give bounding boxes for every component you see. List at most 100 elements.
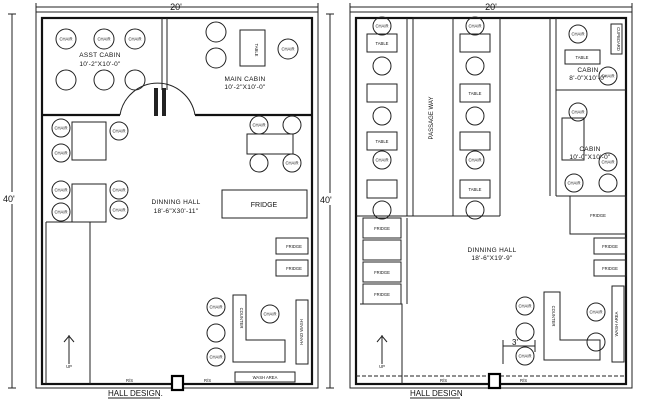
left-dining-table: [246, 133, 294, 155]
chair: CHAIR: [568, 24, 588, 44]
door-gap-label: 3': [512, 338, 518, 347]
chair-label: CHAIR: [567, 181, 580, 186]
right-table: [366, 83, 398, 103]
svg-text:TABLE: TABLE: [469, 91, 482, 96]
right-fridge: [362, 217, 402, 239]
chair: [586, 332, 606, 352]
chair: CHAIR: [109, 200, 129, 220]
chair-label: CHAIR: [263, 312, 276, 317]
svg-text:WASH AREA: WASH AREA: [253, 375, 278, 380]
svg-text:TABLE: TABLE: [376, 41, 389, 46]
chair: [465, 56, 485, 76]
chair: [372, 106, 392, 126]
right-rs-left: R/S: [440, 378, 447, 383]
svg-text:FRIDGE: FRIDGE: [374, 226, 390, 231]
right-width-label: 20': [485, 2, 497, 12]
chair-label: CHAIR: [209, 305, 222, 310]
left-dining-table: [71, 121, 107, 161]
chair: CHAIR: [515, 296, 535, 316]
chair: [372, 200, 392, 220]
chair: CHAIR: [564, 173, 584, 193]
right-staircase: [360, 303, 403, 384]
svg-text:FRIDGE: FRIDGE: [374, 270, 390, 275]
right-stair-up-label: UP: [379, 364, 385, 369]
chair: CHAIR: [206, 297, 226, 317]
right-wash-area: [611, 285, 625, 363]
right-fridge: [362, 261, 402, 283]
svg-text:HAND WASH: HAND WASH: [299, 319, 304, 344]
chair: CHAIR: [109, 180, 129, 200]
svg-text:FRIDGE: FRIDGE: [286, 244, 302, 249]
chair-label: CHAIR: [252, 123, 265, 128]
chair: [465, 106, 485, 126]
chair-label: CHAIR: [518, 354, 531, 359]
left-height-label: 40': [3, 194, 15, 204]
right-rs-right: R/S: [520, 378, 527, 383]
cabin1-name: CABIN: [577, 67, 598, 74]
cabin1-size: 8'-0"X10'-0": [569, 75, 607, 82]
chair-label: CHAIR: [128, 37, 141, 42]
svg-text:FRIDGE: FRIDGE: [251, 202, 278, 209]
svg-text:TABLE: TABLE: [469, 187, 482, 192]
chair-label: CHAIR: [59, 37, 72, 42]
chair: CHAIR: [282, 153, 302, 173]
chair: [205, 21, 227, 43]
left-hand-wash: [295, 299, 309, 365]
left-width-label: 20': [170, 2, 182, 12]
chair: CHAIR: [51, 118, 71, 138]
chair-label: CHAIR: [281, 47, 294, 52]
right-height-label: 40': [320, 195, 332, 205]
chair: CHAIR: [598, 66, 618, 86]
cabin2-size: 10'-0"X10'-0": [569, 154, 611, 161]
left-dining-size: 18'-6"X30'-11": [154, 208, 199, 215]
chair-label: CHAIR: [601, 74, 614, 79]
right-fridge: [362, 239, 402, 261]
right-dining-size: 18'-6"X19'-9": [471, 255, 513, 262]
left-fridge: [275, 259, 309, 277]
chair: [205, 47, 227, 69]
svg-text:FRIDGE: FRIDGE: [374, 292, 390, 297]
svg-text:FRIDGE: FRIDGE: [602, 244, 618, 249]
svg-text:WASH AREA: WASH AREA: [614, 311, 619, 336]
chair-label: CHAIR: [54, 151, 67, 156]
cabin1-cupboard: [610, 23, 623, 55]
right-fridge: [569, 195, 627, 235]
chair-label: CHAIR: [112, 208, 125, 213]
left-counter: [232, 294, 286, 363]
chair: CHAIR: [465, 150, 485, 170]
right-entrance-door: [487, 372, 502, 390]
left-dining-name: DINNING HALL: [151, 199, 200, 206]
chair: CHAIR: [51, 180, 71, 200]
svg-text:COUNTER: COUNTER: [551, 306, 556, 327]
chair: [372, 56, 392, 76]
cabin2-name: CABIN: [579, 146, 600, 153]
chair: CHAIR: [55, 28, 77, 50]
right-table: [366, 33, 398, 53]
svg-text:TABLE: TABLE: [254, 44, 259, 57]
right-fridge: [593, 237, 627, 255]
chair: CHAIR: [249, 115, 269, 135]
chair: [249, 153, 269, 173]
left-dining-table: [71, 183, 107, 223]
chair: CHAIR: [372, 16, 392, 36]
chair-label: CHAIR: [112, 188, 125, 193]
right-dining-name: DINNING HALL: [467, 247, 516, 254]
chair-label: CHAIR: [571, 110, 584, 115]
chair: [465, 200, 485, 220]
chair-label: CHAIR: [97, 37, 110, 42]
chair-label: CHAIR: [601, 160, 614, 165]
main-cabin-size: 10'-2"X10'-0": [224, 84, 266, 91]
chair: CHAIR: [109, 121, 129, 141]
chair: CHAIR: [124, 28, 146, 50]
main-cabin-name: MAIN CABIN: [225, 76, 266, 83]
chair: CHAIR: [93, 28, 115, 50]
chair: CHAIR: [260, 304, 280, 324]
chair: [206, 323, 226, 343]
left-wash-area: [234, 371, 296, 383]
svg-text:CUPBOARD: CUPBOARD: [616, 27, 621, 51]
left-staircase: [45, 221, 91, 384]
chair-label: CHAIR: [112, 129, 125, 134]
chair: CHAIR: [568, 102, 588, 122]
chairs: CHAIR CHAIR CHAIR CHAIR CHAIR CHAIR CHAIR CHAIR…: [51, 16, 618, 367]
left-hall-title: HALL DESIGN.: [108, 389, 163, 398]
